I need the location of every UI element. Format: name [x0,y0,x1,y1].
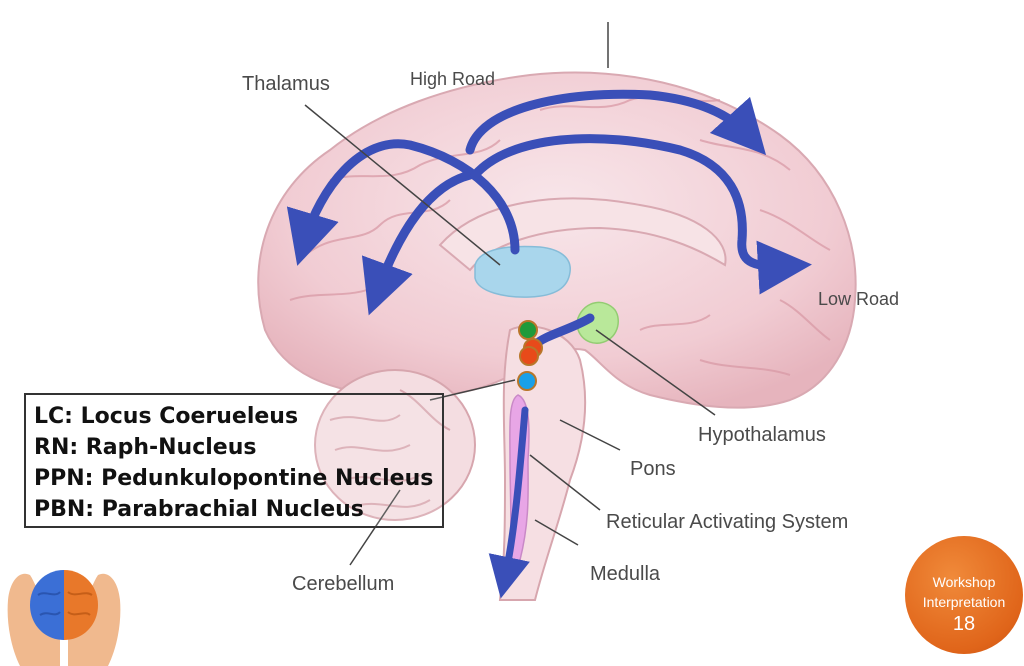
label-thalamus: Thalamus [242,73,330,95]
legend-box: LC: Locus Coerueleus RN: Raph-Nucleus PP… [24,393,444,528]
legend-item-lc: LC: Locus Coerueleus [34,404,299,429]
workshop-badge: Workshop Interpretation 18 [905,536,1023,654]
label-cerebellum: Cerebellum [292,573,394,595]
legend-item-ppn: PPN: Pedunkulopontine Nucleus [34,466,434,491]
leader-lines [304,22,716,566]
label-low-road: Low Road [818,289,899,309]
nucleus-blue-dot [517,371,537,391]
descending-arrow [488,406,530,599]
high-road-arrows [286,89,767,316]
badge-page-number: 18 [952,613,976,635]
badge-interpretation-text: Interpretation [922,594,1006,610]
legend-item-rn: RN: Raph-Nucleus [34,435,257,460]
label-hypothalamus: Hypothalamus [698,424,826,446]
legend-item-pbn: PBN: Parabrachial Nucleus [34,497,364,522]
hands-brain-logo [7,570,121,666]
label-medulla: Medulla [590,563,661,585]
label-reticular: Reticular Activating System [606,511,848,533]
nucleus-red-dot-2 [519,346,539,366]
cerebellum [314,369,476,521]
nucleus-green-dot [518,320,538,340]
hypothalamus-shape [576,301,619,344]
badge-workshop-text: Workshop [932,574,996,590]
label-pons: Pons [630,458,676,480]
thalamus-shape [474,245,571,298]
label-high-road: High Road [410,69,495,89]
